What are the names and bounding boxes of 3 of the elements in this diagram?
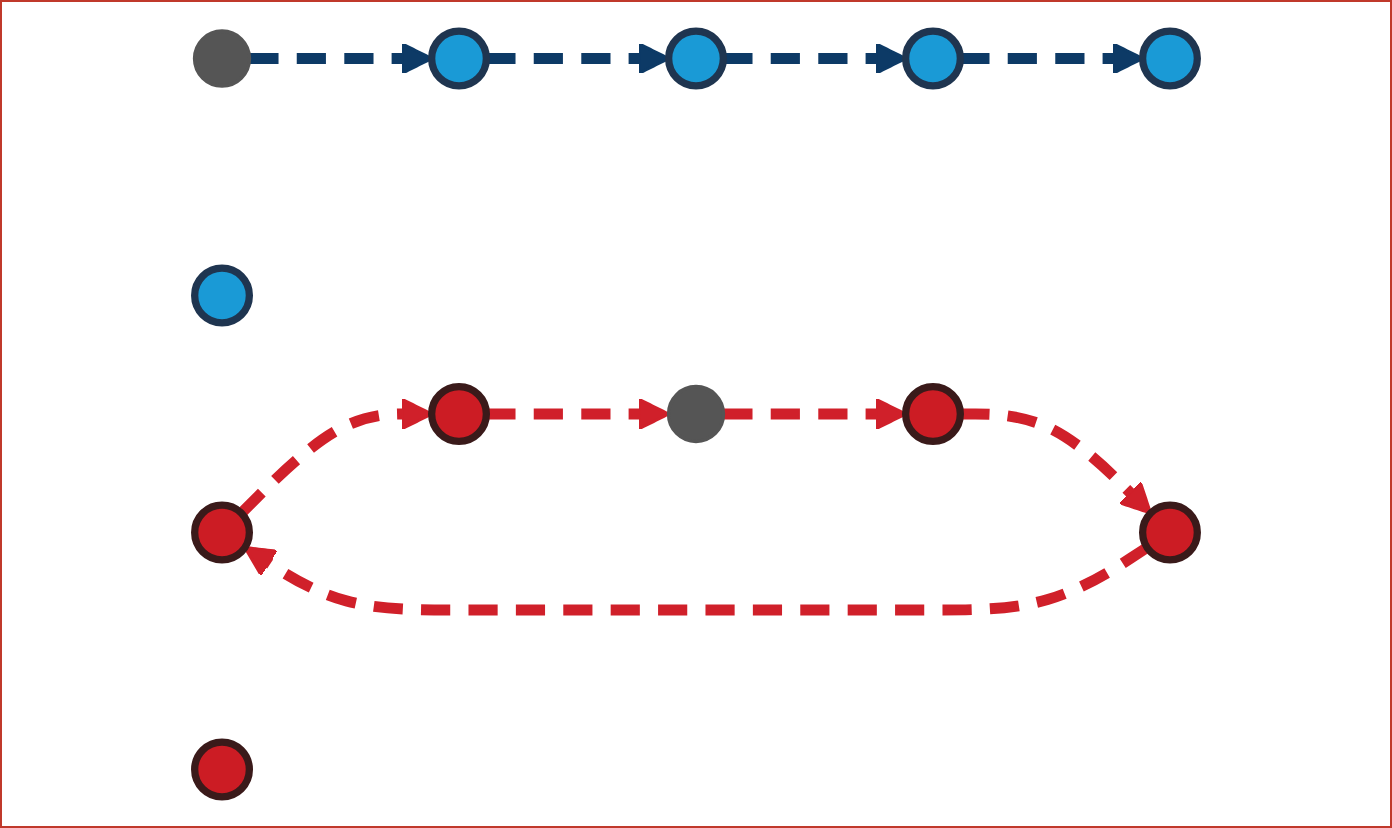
arrow: [960, 408, 1153, 515]
arrow: [243, 542, 1151, 616]
arrow: [486, 397, 671, 431]
